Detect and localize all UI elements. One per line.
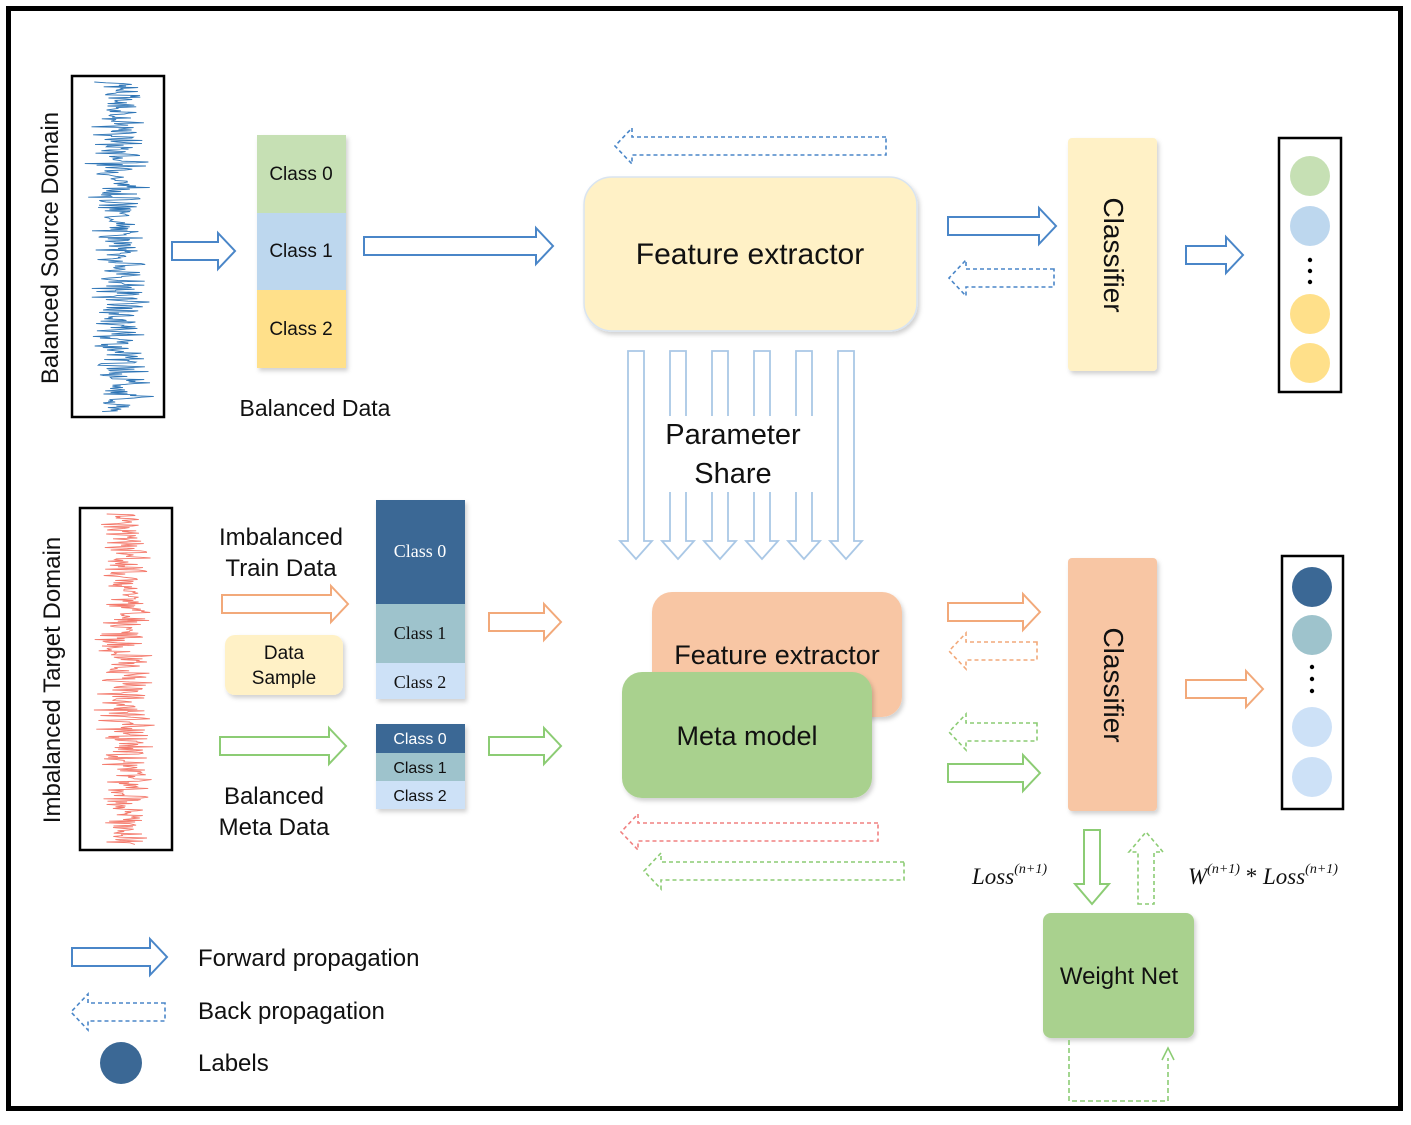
balanced-class-1-label: Class 1	[269, 241, 332, 262]
weighted-loss-arrow-up	[1127, 830, 1165, 905]
top-label-dot	[1307, 268, 1313, 274]
bottom-feature-extractor-label: Feature extractor	[674, 640, 880, 670]
back-arrow-green	[642, 850, 905, 892]
top-classifier-label: Classifier	[1098, 197, 1129, 312]
forward-arrow-train	[221, 583, 350, 625]
bottom-label-class-2	[1292, 707, 1332, 747]
source-domain-label: Balanced Source Domain	[37, 112, 64, 384]
weight-net-label: Weight Net	[1060, 963, 1179, 990]
meta-class-0-label: Class 0	[393, 731, 446, 748]
legend-forward-icon	[71, 936, 169, 978]
back-arrow-red	[619, 811, 879, 853]
diagram-frame	[6, 6, 1403, 1111]
weight-net-loop	[1068, 1040, 1169, 1102]
forward-arrow-to-classifier	[947, 205, 1058, 247]
bottom-label-class-1	[1292, 615, 1332, 655]
data-sample-box	[225, 635, 343, 695]
legend-labels-label: Labels	[198, 1050, 269, 1077]
imbalanced-class-1	[376, 604, 465, 663]
bottom-label-dot	[1309, 688, 1315, 694]
weight-net-loop-head	[1161, 1046, 1175, 1061]
balanced-class-2-label: Class 2	[269, 319, 332, 340]
meta-class-2	[376, 781, 465, 809]
forward-arrow-green-to-classifier	[947, 752, 1042, 794]
loss-arrow-down	[1072, 829, 1112, 906]
top-label-class-0	[1290, 156, 1330, 196]
bottom-label-class-2	[1292, 757, 1332, 797]
parameter-share-label-bg	[654, 416, 814, 492]
balanced-data-stack	[257, 135, 346, 368]
weight-net	[1043, 913, 1194, 1038]
balanced-class-0	[257, 135, 346, 213]
meta-model-label: Meta model	[676, 721, 817, 751]
meta-class-2-label: Class 2	[393, 788, 446, 805]
loss-label: Loss(n+1)	[971, 862, 1047, 889]
bottom-label-dot	[1309, 664, 1315, 670]
source-signal-plot	[84, 81, 154, 413]
back-arrow-orange	[947, 630, 1038, 672]
back-arrow-top	[613, 125, 887, 167]
forward-arrow-meta-to-model	[488, 725, 563, 767]
top-label-dot	[1307, 257, 1313, 263]
bottom-classifier-label: Classifier	[1098, 627, 1129, 742]
meta-class-1-label: Class 1	[393, 760, 446, 777]
legend-labels-icon	[100, 1042, 142, 1084]
back-arrow-from-classifier	[947, 257, 1055, 299]
imbalanced-class-2-label: Class 2	[394, 672, 447, 692]
top-classifier	[1068, 138, 1157, 371]
forward-arrow-meta	[219, 725, 348, 767]
balanced-data-caption: Balanced Data	[240, 395, 391, 421]
forward-arrow-to-extractor	[363, 225, 555, 267]
forward-arrow-to-labels	[1185, 234, 1245, 276]
forward-arrow-orange-to-classifier	[947, 591, 1042, 633]
parameter-share-arrows	[617, 350, 865, 561]
top-feature-extractor	[583, 176, 918, 332]
imbalanced-class-0-label: Class 0	[394, 541, 447, 561]
back-arrow-green-classifier	[947, 711, 1038, 753]
top-feature-extractor-label: Feature extractor	[636, 238, 864, 271]
meta-data-stack	[376, 724, 465, 809]
bottom-classifier	[1068, 558, 1157, 811]
imbalanced-class-1-label: Class 1	[394, 623, 447, 643]
balanced-class-0-label: Class 0	[269, 164, 332, 185]
imbalanced-train-stack	[376, 500, 465, 699]
forward-arrow-train-to-extractor	[488, 601, 563, 643]
legend-forward-label: Forward propagation	[198, 945, 419, 972]
bottom-label-class-0	[1292, 567, 1332, 607]
bottom-label-dot	[1309, 676, 1315, 682]
target-domain-label: Imbalanced Target Domain	[39, 537, 66, 823]
top-label-class-2	[1290, 343, 1330, 383]
imbalanced-class-2	[376, 663, 465, 699]
forward-arrow-to-bottom-labels	[1185, 668, 1265, 710]
legend-back-label: Back propagation	[198, 998, 385, 1025]
top-label-dot	[1307, 279, 1313, 285]
imbalanced-class-0	[376, 500, 465, 604]
meta-class-0	[376, 724, 465, 753]
top-label-class-1	[1290, 206, 1330, 246]
forward-arrow-source	[171, 230, 237, 272]
legend-back-icon	[69, 991, 166, 1033]
balanced-class-2	[257, 290, 346, 368]
weighted-loss-label: W(n+1) * Loss(n+1)	[1188, 862, 1338, 889]
meta-class-1	[376, 753, 465, 781]
target-signal-plot	[93, 513, 155, 845]
meta-model	[622, 672, 872, 798]
balanced-class-1	[257, 213, 346, 290]
top-label-class-2	[1290, 294, 1330, 334]
